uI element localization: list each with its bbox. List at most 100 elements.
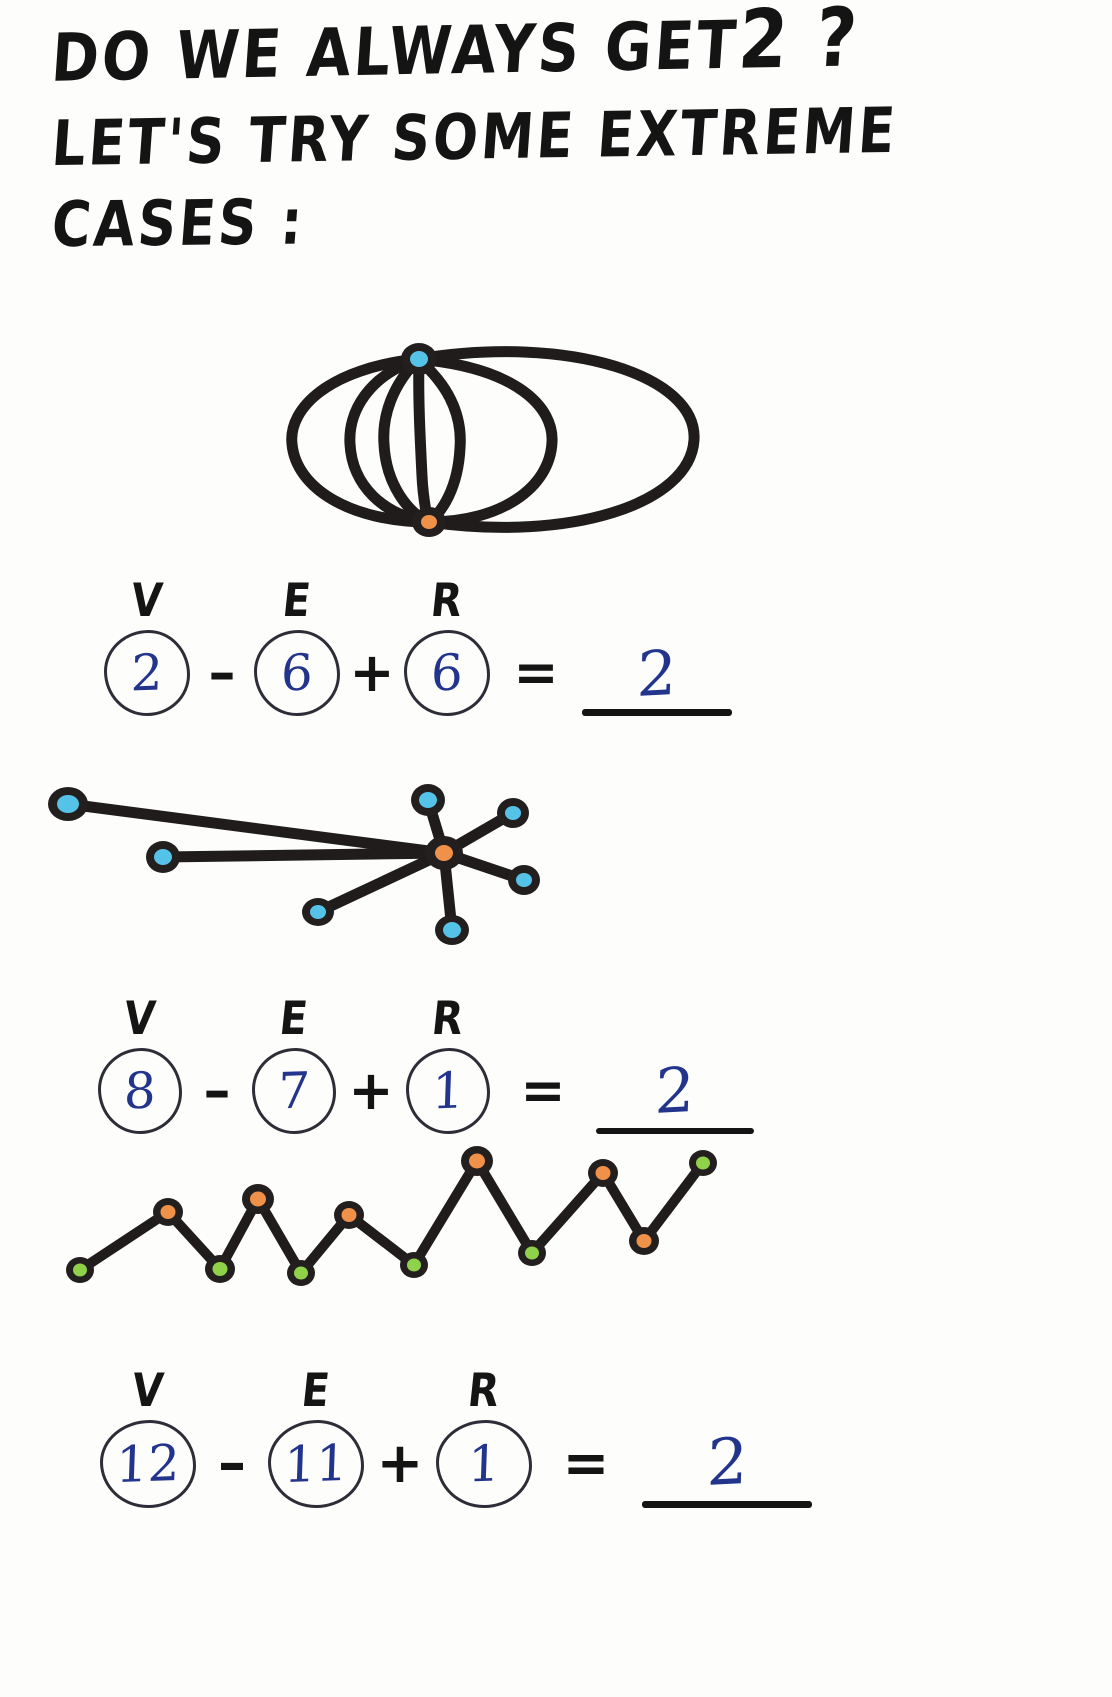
zigzag-vertex-10	[588, 1159, 618, 1187]
operator-plus: +	[349, 641, 395, 704]
answer-value: 2	[705, 1424, 749, 1502]
star-leaf-2	[146, 841, 180, 873]
operator-minus: –	[208, 641, 236, 704]
zigzag-vertex-6	[334, 1201, 364, 1229]
edge-outer-left	[286, 353, 436, 528]
answer-block: 2	[582, 636, 732, 716]
term-label-r: R	[429, 992, 467, 1046]
star-leaf-3	[302, 898, 334, 926]
term-edges: E 7	[252, 993, 336, 1134]
circle-value-e: 6	[280, 643, 314, 703]
term-label-v: V	[128, 574, 166, 628]
term-label-e: E	[280, 574, 314, 628]
zigzag-vertex-1	[66, 1257, 94, 1283]
zigzag-vertex-11	[629, 1227, 659, 1255]
vertex-bottom	[412, 507, 446, 537]
star-tree-figure	[30, 775, 570, 965]
operator-plus: +	[376, 1431, 424, 1496]
circle-r: 1	[406, 1048, 490, 1134]
circle-v: 2	[104, 630, 190, 716]
circle-value-e: 11	[283, 1433, 349, 1495]
theta-multigraph-figure	[270, 316, 710, 556]
term-edges: E 6	[254, 575, 340, 716]
operator-plus: +	[348, 1059, 394, 1122]
heading-line-1: DO WE ALWAYS GET2 ?	[48, 0, 1064, 98]
circle-value-e: 7	[277, 1061, 311, 1121]
operator-equals: =	[562, 1431, 610, 1496]
star-leaf-4	[411, 784, 445, 816]
circle-e: 6	[254, 630, 340, 716]
zigzag-vertex-5	[287, 1260, 315, 1286]
edge-hub-leaf-2	[157, 847, 450, 863]
star-hub-vertex	[425, 836, 463, 870]
circle-e: 11	[268, 1420, 364, 1508]
vertex-bottom-fill	[421, 515, 437, 529]
answer-underline	[596, 1128, 754, 1134]
answer-block: 2	[642, 1424, 812, 1508]
term-label-r: R	[465, 1364, 503, 1418]
heading-line-2: LET'S TRY SOME EXTREME	[49, 95, 901, 181]
circle-value-v: 2	[130, 643, 164, 703]
term-label-r: R	[428, 574, 466, 628]
edge-outer-right	[412, 346, 700, 533]
term-vertices: V 12	[100, 1365, 196, 1508]
term-label-v: V	[129, 1364, 167, 1418]
circle-value-v: 12	[115, 1433, 181, 1495]
edge-mid-right	[412, 353, 558, 528]
vertex-top	[401, 343, 437, 375]
operator-equals: =	[513, 641, 559, 704]
star-leaf-6	[508, 865, 540, 895]
zigzag-vertex-3	[205, 1255, 235, 1283]
circle-r: 6	[404, 630, 490, 716]
term-regions: R 6	[404, 575, 490, 716]
star-leaf-5	[497, 798, 529, 828]
term-label-v: V	[121, 992, 159, 1046]
circle-value-r: 6	[430, 643, 464, 703]
operator-minus: –	[203, 1059, 231, 1122]
operator-minus: –	[218, 1431, 246, 1496]
circle-value-r: 1	[467, 1434, 501, 1494]
circle-r: 1	[436, 1420, 532, 1508]
edge-inner-left	[378, 353, 434, 528]
edge-inner-center	[413, 354, 434, 528]
equation-row-zigzag: V 12 – E 11 + R 1 = 2	[100, 1365, 812, 1508]
zigzag-vertex-8	[461, 1146, 493, 1176]
zigzag-vertex-7	[400, 1252, 428, 1278]
heading-line-1-number: 2 ?	[735, 0, 862, 88]
star-leaf-7	[435, 915, 469, 945]
term-label-e: E	[277, 992, 311, 1046]
answer-value: 2	[635, 636, 679, 711]
vertex-top-fill	[410, 351, 428, 367]
term-label-e: E	[299, 1364, 333, 1418]
term-regions: R 1	[436, 1365, 532, 1508]
circle-v: 12	[100, 1420, 196, 1508]
zigzag-path-figure	[58, 1145, 738, 1295]
edge-mid-left	[344, 353, 436, 528]
edge-inner-right	[413, 354, 466, 528]
answer-underline	[642, 1501, 812, 1508]
term-vertices: V 8	[98, 993, 182, 1134]
term-edges: E 11	[268, 1365, 364, 1508]
heading-line-1-text: DO WE ALWAYS GET	[48, 7, 742, 98]
zigzag-vertex-9	[518, 1240, 546, 1266]
edge-hub-leaf-3	[312, 847, 450, 918]
zigzag-vertex-2	[153, 1198, 183, 1226]
circle-value-r: 1	[431, 1061, 465, 1121]
circle-e: 7	[252, 1048, 336, 1134]
answer-block: 2	[596, 1053, 754, 1134]
term-regions: R 1	[406, 993, 490, 1134]
zigzag-vertex-12	[689, 1150, 717, 1176]
term-vertices: V 2	[104, 575, 190, 716]
circle-value-v: 8	[123, 1061, 157, 1121]
operator-equals: =	[520, 1059, 566, 1122]
page-heading: DO WE ALWAYS GET2 ? LET'S TRY SOME EXTRE…	[49, 0, 1062, 262]
equation-row-theta: V 2 – E 6 + R 6 = 2	[104, 575, 732, 716]
heading-line-3: CASES :	[49, 186, 308, 262]
zigzag-vertex-4	[242, 1184, 274, 1214]
answer-value: 2	[653, 1053, 697, 1128]
equation-row-star: V 8 – E 7 + R 1 = 2	[98, 993, 754, 1134]
answer-underline	[582, 709, 732, 716]
edge-hub-leaf-1	[62, 798, 450, 859]
circle-v: 8	[98, 1048, 182, 1134]
